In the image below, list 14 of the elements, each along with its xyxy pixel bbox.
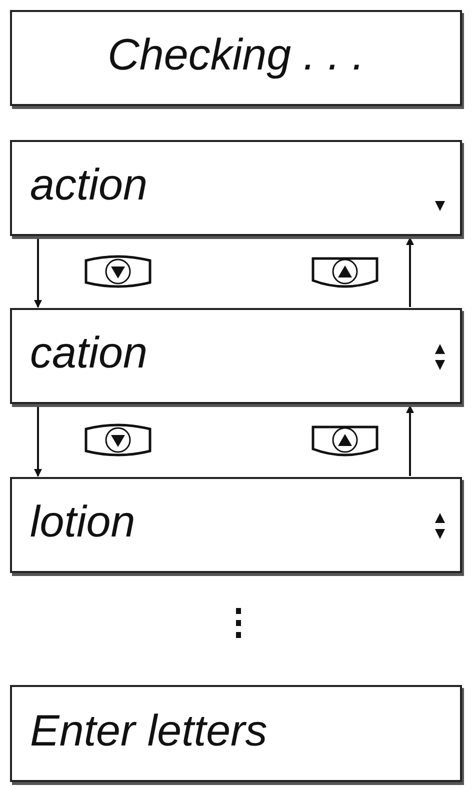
arrow	[34, 406, 42, 477]
arrow	[406, 405, 414, 476]
display-screen-box	[10, 308, 462, 404]
display-screen-box	[10, 10, 462, 106]
arrow	[34, 238, 42, 308]
display-screen-box	[10, 140, 462, 236]
arrow	[406, 237, 414, 307]
display-text: cation	[30, 328, 148, 378]
display-text: Enter letters	[30, 706, 268, 756]
display-text: action	[30, 160, 148, 210]
display-text: lotion	[30, 498, 136, 548]
display-screen-box	[10, 477, 462, 573]
display-text: Checking . . .	[108, 30, 364, 80]
display-screen-box	[10, 685, 462, 782]
